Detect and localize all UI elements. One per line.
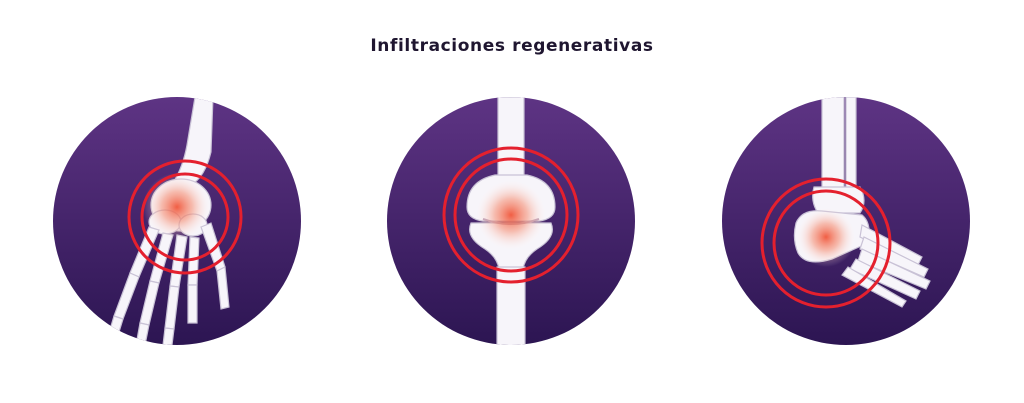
pain-ring-inner bbox=[140, 172, 230, 262]
knee-illustration bbox=[387, 97, 635, 345]
pain-glow bbox=[143, 173, 211, 241]
pain-glow bbox=[475, 179, 547, 251]
pain-ring-inner bbox=[453, 157, 569, 273]
pain-ring-outer bbox=[442, 146, 580, 284]
pain-ring-outer bbox=[760, 177, 892, 309]
ankle-foot-icon bbox=[722, 97, 970, 345]
pain-glow bbox=[796, 207, 856, 267]
wrist-illustration bbox=[53, 97, 301, 345]
ankle-illustration bbox=[722, 97, 970, 345]
knee-icon bbox=[387, 97, 635, 345]
pain-ring-outer bbox=[127, 159, 243, 275]
page-title: Infiltraciones regenerativas bbox=[370, 36, 654, 56]
pain-ring-inner bbox=[772, 189, 880, 297]
wrist-hand-icon bbox=[53, 97, 301, 345]
